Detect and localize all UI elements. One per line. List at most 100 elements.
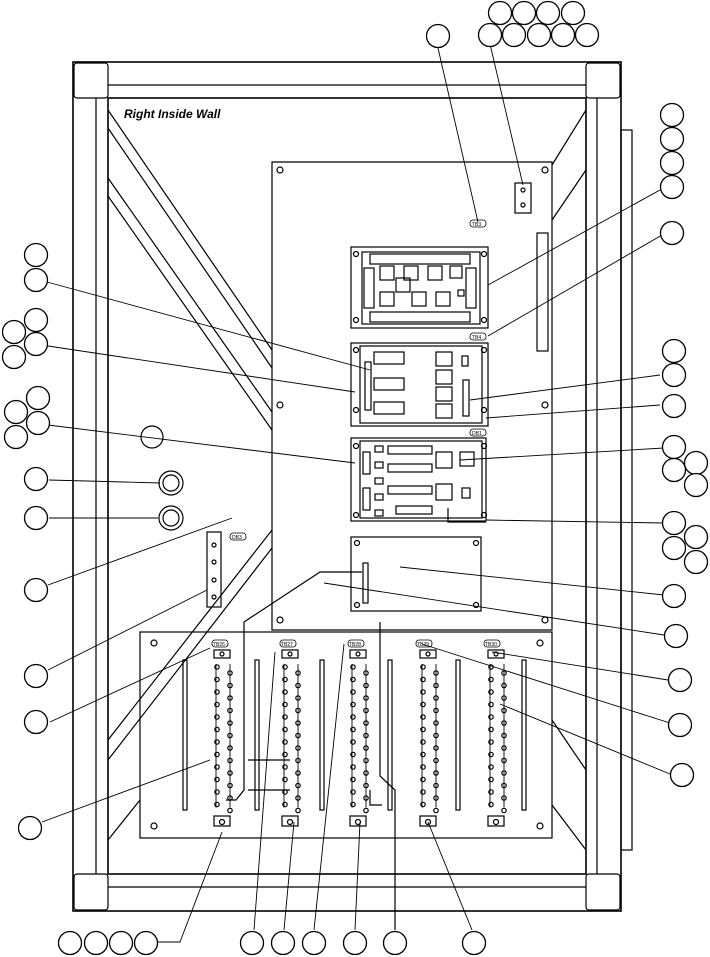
callout-bubble — [270, 930, 296, 956]
screw-terminal — [420, 776, 426, 783]
screw-terminal — [488, 776, 494, 783]
tag-db3: DB3 — [232, 535, 242, 541]
screw-terminal — [488, 701, 494, 708]
terminal-strips — [213, 649, 507, 827]
callout-bubble — [23, 466, 49, 492]
diagram-title: Right Inside Wall — [124, 107, 221, 121]
screw-terminal — [350, 789, 356, 795]
back-panel — [140, 161, 553, 631]
screw-terminal — [295, 695, 301, 701]
callout-bubble — [23, 577, 49, 603]
screw-terminal — [350, 776, 356, 783]
screw-terminal — [433, 795, 439, 801]
screw-terminal — [214, 701, 220, 708]
callout-bubble — [661, 434, 687, 460]
callout-bubble — [661, 583, 687, 609]
screw-terminal — [282, 714, 288, 720]
screw-terminal — [214, 714, 220, 720]
screw-terminal — [350, 801, 356, 808]
callout-bubble — [661, 510, 687, 536]
screw-terminal — [214, 801, 220, 808]
board-tb4 — [350, 246, 489, 329]
screw-terminal — [350, 714, 356, 720]
screw-terminal — [433, 695, 439, 701]
screw-terminal — [488, 751, 494, 758]
screw-terminal — [295, 720, 301, 726]
left-components — [158, 470, 222, 608]
screw-terminal — [214, 664, 220, 670]
screw-terminal — [433, 732, 439, 739]
callout-bubble — [3, 399, 29, 425]
screw-terminal — [350, 664, 356, 670]
screw-terminal — [350, 726, 356, 733]
screw-terminal — [420, 789, 426, 795]
screw-terminal — [282, 776, 288, 783]
callout-bubble — [683, 549, 709, 575]
screw-terminal — [227, 782, 233, 789]
screw-terminal — [488, 676, 494, 683]
screw-terminal — [295, 670, 301, 676]
screw-terminal — [227, 732, 233, 739]
screw-terminal — [363, 670, 369, 676]
screw-terminal — [501, 720, 507, 726]
screw-terminal — [214, 789, 220, 795]
screw-terminal — [282, 701, 288, 708]
screw-terminal — [420, 751, 426, 758]
callout-bubble — [23, 709, 49, 735]
screw-terminal — [282, 726, 288, 733]
screw-terminal — [227, 745, 233, 751]
tag-tb28: TB28 — [349, 642, 361, 648]
screw-terminal — [350, 764, 356, 770]
callout-bubble — [574, 22, 600, 48]
screw-terminal — [433, 707, 439, 714]
terminal-strip — [487, 649, 507, 827]
callout-bubble — [108, 930, 134, 956]
callout-bubble — [239, 930, 265, 956]
screw-terminal — [488, 764, 494, 770]
terminal-strip — [419, 649, 439, 827]
tag-tb27: TB27 — [281, 642, 293, 648]
callout-bubble — [511, 0, 537, 26]
screw-terminal — [501, 732, 507, 739]
callout-bubble — [23, 505, 49, 531]
screw-terminal — [295, 795, 301, 801]
callout-bubble — [301, 930, 327, 956]
callout-bubble — [57, 930, 83, 956]
screw-terminal — [363, 695, 369, 701]
screw-terminal — [350, 739, 356, 745]
callout-bubble — [526, 22, 552, 48]
callout-bubble — [23, 242, 49, 268]
callout-bubble — [560, 0, 586, 26]
tag-tb4: TB4 — [472, 335, 481, 341]
screw-terminal — [363, 795, 369, 801]
callout-bubble — [501, 22, 527, 48]
screw-terminal — [488, 689, 494, 695]
board-db1 — [350, 342, 489, 427]
callout-bubble — [683, 472, 709, 498]
screw-terminal — [363, 807, 369, 814]
screw-terminal — [227, 682, 233, 689]
callout-bubble — [23, 331, 49, 357]
screw-terminal — [501, 807, 507, 814]
screw-terminal — [363, 720, 369, 726]
callout-bubble — [667, 667, 693, 693]
callout-bubble — [425, 23, 451, 49]
callout-bubble — [661, 362, 687, 388]
callout-bubble — [663, 623, 689, 649]
screw-terminal — [350, 701, 356, 708]
screw-terminal — [363, 782, 369, 789]
callout-bubble — [382, 930, 408, 956]
screw-terminal — [488, 801, 494, 808]
callout-bubble — [1, 344, 27, 370]
callout-bubble — [23, 267, 49, 293]
callout-bubble — [461, 930, 487, 956]
screw-terminal — [420, 689, 426, 695]
callout-bubble — [659, 174, 685, 200]
screw-terminal — [433, 670, 439, 676]
screw-terminal — [433, 757, 439, 764]
screw-terminal — [350, 676, 356, 683]
screw-terminal — [214, 751, 220, 758]
screw-terminal — [295, 757, 301, 764]
screw-terminal — [295, 770, 301, 776]
